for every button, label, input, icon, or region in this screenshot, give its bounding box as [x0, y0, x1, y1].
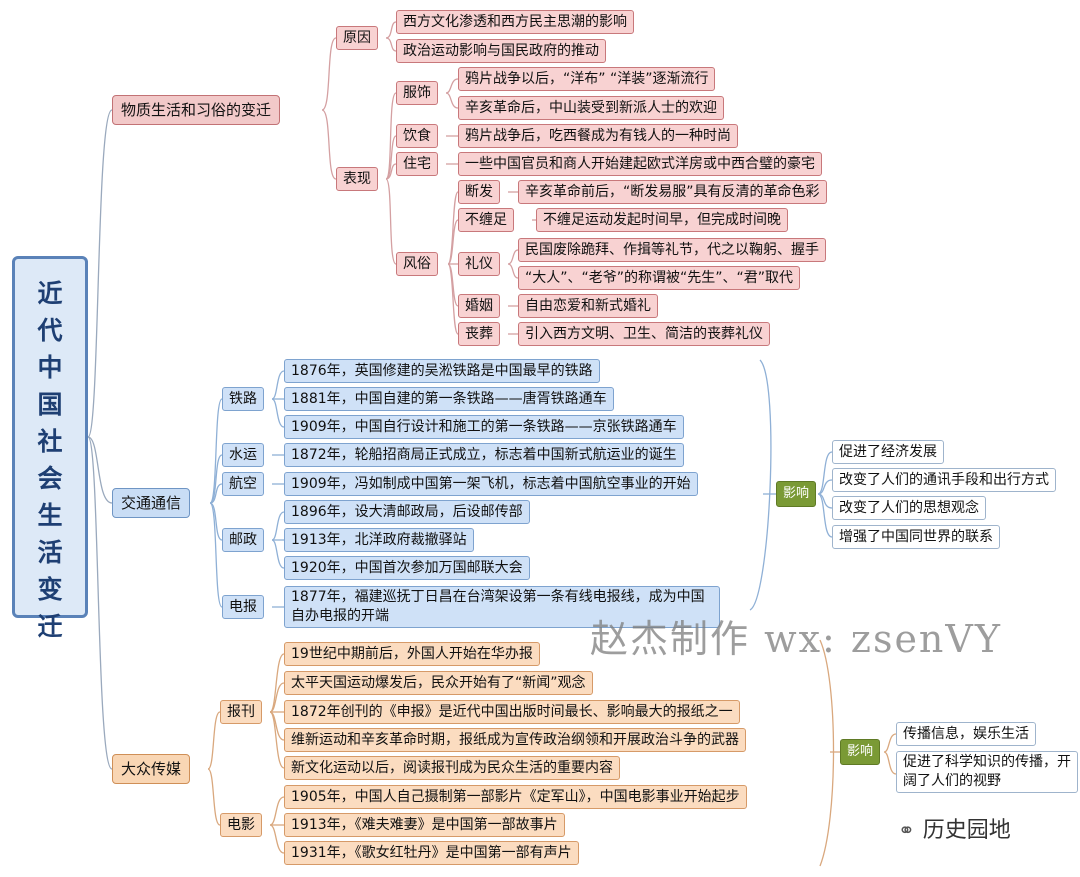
node-marriage: 婚姻	[458, 294, 500, 318]
root-char: 社	[37, 427, 63, 456]
node-newspaper: 报刊	[220, 700, 262, 724]
leaf-newspaper-1: 19世纪中期前后，外国人开始在华办报	[284, 642, 540, 666]
root-char: 生	[37, 501, 63, 530]
node-shipping: 水运	[222, 443, 264, 467]
leaf-aviation-1: 1909年，冯如制成中国第一架飞机，标志着中国航空事业的开始	[284, 472, 698, 496]
leaf-postal-3: 1920年，中国首次参加万国邮联大会	[284, 556, 530, 580]
node-food: 饮食	[396, 124, 438, 148]
node-media-impact: 影响	[840, 739, 881, 765]
node-customs: 风俗	[396, 252, 438, 276]
node-postal: 邮政	[222, 528, 264, 552]
node-reason: 原因	[336, 26, 378, 50]
leaf-postal-1: 1896年，设大清邮政局，后设邮传部	[284, 500, 530, 524]
root-char: 代	[37, 316, 63, 345]
leaf-reason-1: 西方文化渗透和西方民主思潮的影响	[396, 10, 634, 34]
logo-text: 历史园地	[922, 818, 1011, 843]
account-logo: ⚭ 历史园地	[898, 812, 1011, 844]
leaf-reason-2: 政治运动影响与国民政府的推动	[396, 39, 606, 63]
node-aviation: 航空	[222, 472, 264, 496]
leaf-etiquette-2: “大人”、“老爷”的称谓被“先生”、“君”取代	[518, 266, 801, 290]
node-etiquette: 礼仪	[458, 252, 500, 276]
root-char: 会	[37, 464, 63, 493]
leaf-funeral-1: 引入西方文明、卫生、简洁的丧葬礼仪	[518, 322, 770, 346]
node-film: 电影	[220, 813, 262, 837]
leaf-shipping-1: 1872年，轮船招商局正式成立，标志着中国新式航运业的诞生	[284, 443, 684, 467]
leaf-telegraph-1: 1877年，福建巡抚丁日昌在台湾架设第一条有线电报线，成为中国自办电报的开端	[284, 586, 720, 628]
root-char: 国	[37, 390, 63, 419]
root-char: 变	[37, 575, 63, 604]
leaf-transport-impact-2: 改变了人们的通讯手段和出行方式	[832, 468, 1056, 492]
node-performance: 表现	[336, 167, 378, 191]
root-topic: 近 代 中 国 社 会 生 活 变 迁	[12, 256, 88, 641]
root-char: 近	[37, 279, 63, 308]
leaf-railway-2: 1881年，中国自建的第一条铁路——唐胥铁路通车	[284, 387, 614, 411]
root-char: 活	[37, 538, 63, 567]
node-housing: 住宅	[396, 152, 438, 176]
leaf-postal-2: 1913年，北洋政府裁撤驿站	[284, 528, 474, 552]
leaf-transport-impact-3: 改变了人们的思想观念	[832, 496, 986, 520]
leaf-transport-impact-4: 增强了中国同世界的联系	[832, 525, 1000, 549]
leaf-media-impact-1: 传播信息，娱乐生活	[896, 722, 1036, 746]
branch-material-life: 物质生活和习俗的变迁	[112, 95, 281, 125]
root-char: 中	[37, 353, 63, 382]
root-char: 迁	[37, 612, 63, 641]
leaf-marriage-1: 自由恋爱和新式婚礼	[518, 294, 658, 318]
leaf-footbinding-1: 不缠足运动发起时间早，但完成时间晚	[536, 208, 788, 232]
node-haircut: 断发	[458, 180, 500, 204]
leaf-railway-3: 1909年，中国自行设计和施工的第一条铁路——京张铁路通车	[284, 415, 684, 439]
leaf-haircut-1: 辛亥革命前后，“断发易服”具有反清的革命色彩	[518, 180, 827, 204]
leaf-transport-impact-1: 促进了经济发展	[832, 440, 944, 464]
node-funeral: 丧葬	[458, 322, 500, 346]
node-railway: 铁路	[222, 387, 264, 411]
leaf-newspaper-4: 维新运动和辛亥革命时期，报纸成为宣传政治纲领和开展政治斗争的武器	[284, 728, 746, 752]
watermark: 赵杰制作 wx: zsenVY	[590, 617, 1002, 661]
leaf-railway-1: 1876年，英国修建的吴淞铁路是中国最早的铁路	[284, 359, 600, 383]
leaf-food-1: 鸦片战争后，吃西餐成为有钱人的一种时尚	[458, 124, 738, 148]
leaf-clothing-2: 辛亥革命后，中山装受到新派人士的欢迎	[458, 96, 724, 120]
leaf-newspaper-5: 新文化运动以后，阅读报刊成为民众生活的重要内容	[284, 756, 620, 780]
leaf-newspaper-3: 1872年创刊的《申报》是近代中国出版时间最长、影响最大的报纸之一	[284, 700, 740, 724]
branch-mass-media: 大众传媒	[112, 754, 191, 784]
leaf-film-3: 1931年，《歌女红牡丹》是中国第一部有声片	[284, 841, 579, 865]
wechat-icon: ⚭	[898, 818, 915, 842]
node-telegraph: 电报	[222, 595, 264, 619]
branch-transport: 交通通信	[112, 488, 191, 518]
leaf-media-impact-2: 促进了科学知识的传播，开阔了人们的视野	[896, 751, 1078, 793]
leaf-etiquette-1: 民国废除跪拜、作揖等礼节，代之以鞠躬、握手	[518, 238, 826, 262]
leaf-newspaper-2: 太平天国运动爆发后，民众开始有了“新闻”观念	[284, 671, 593, 695]
leaf-clothing-1: 鸦片战争以后，“洋布” “洋装”逐渐流行	[458, 67, 716, 91]
node-clothing: 服饰	[396, 81, 438, 105]
leaf-film-1: 1905年，中国人自己摄制第一部影片《定军山》，中国电影事业开始起步	[284, 785, 747, 809]
leaf-housing-1: 一些中国官员和商人开始建起欧式洋房或中西合璧的豪宅	[458, 152, 822, 176]
node-transport-impact: 影响	[776, 481, 817, 507]
leaf-film-2: 1913年，《难夫难妻》是中国第一部故事片	[284, 813, 565, 837]
node-no-footbinding: 不缠足	[458, 208, 514, 232]
